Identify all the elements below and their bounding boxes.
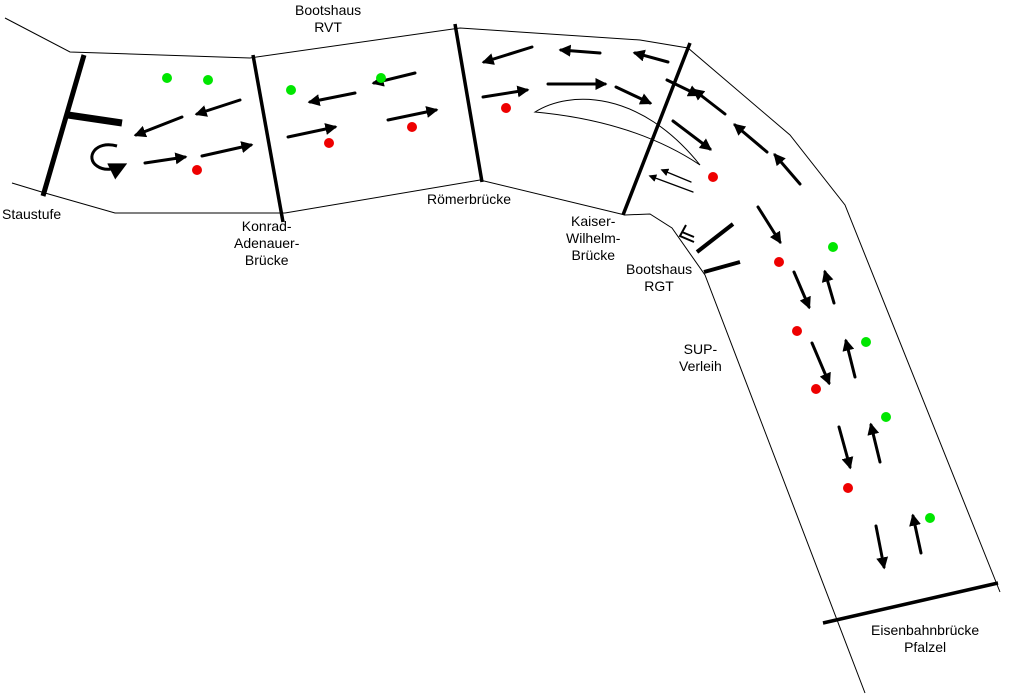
arrow-icon bbox=[286, 123, 338, 139]
label-sup-verleih: SUP- Verleih bbox=[679, 341, 722, 374]
arrow-icon bbox=[632, 49, 670, 64]
bridge-kaiser-wilhelm bbox=[621, 42, 692, 216]
bridge-konrad-adenauer bbox=[251, 54, 285, 223]
arrow-icon bbox=[867, 422, 882, 464]
red-dot-icon bbox=[407, 122, 417, 132]
label-bootshaus-rvt: Bootshaus RVT bbox=[295, 2, 362, 35]
river-banks bbox=[4, 17, 1001, 694]
red-dot-icon bbox=[843, 483, 853, 493]
arrow-icon bbox=[810, 341, 831, 386]
arrow-icon bbox=[733, 123, 769, 154]
label-bootshaus-rgt: Bootshaus RGT bbox=[626, 261, 693, 294]
bridges bbox=[40, 23, 999, 625]
arrow-icon bbox=[648, 174, 694, 193]
bridge-staustufe bbox=[40, 54, 87, 197]
label-roemerbruecke: Römerbrücke bbox=[427, 191, 512, 207]
river-bank-south bbox=[11, 179, 866, 694]
u-turn-arrow-icon bbox=[90, 143, 128, 180]
arrow-icon bbox=[614, 85, 653, 105]
green-dot-icon bbox=[828, 242, 838, 252]
arrow-icon bbox=[143, 152, 188, 165]
arrow-icon bbox=[756, 205, 782, 245]
jetty-rgt-2 bbox=[703, 260, 741, 274]
green-dot-icon bbox=[203, 75, 213, 85]
buoy-dots bbox=[162, 73, 935, 523]
arrow-icon bbox=[660, 168, 692, 183]
green-dot-icon bbox=[376, 73, 386, 83]
arrow-icon bbox=[558, 44, 602, 57]
green-dot-icon bbox=[925, 513, 935, 523]
green-dot-icon bbox=[861, 337, 871, 347]
green-dot-icon bbox=[881, 412, 891, 422]
label-kaiser-wilhelm-bruecke: Kaiser- Wilhelm- Brücke bbox=[566, 213, 621, 263]
arrow-icon bbox=[194, 98, 242, 117]
bridge-eisenbahn bbox=[822, 581, 999, 625]
arrow-icon bbox=[692, 88, 727, 116]
jetty-rgt-1 bbox=[695, 222, 735, 254]
arrow-icon bbox=[874, 524, 889, 570]
river-bank-north bbox=[4, 17, 1001, 593]
arrow-icon bbox=[842, 338, 857, 379]
current-arrows bbox=[133, 44, 923, 570]
label-konrad-adenauer-bruecke: Konrad- Adenauer- Brücke bbox=[234, 218, 300, 268]
red-dot-icon bbox=[774, 257, 784, 267]
bridge-roemer bbox=[453, 23, 484, 183]
arrow-icon bbox=[481, 45, 534, 65]
weir-groyne bbox=[67, 111, 123, 127]
red-dot-icon bbox=[192, 165, 202, 175]
arrow-icon bbox=[481, 85, 530, 99]
red-dot-icon bbox=[708, 172, 718, 182]
sandbank bbox=[533, 98, 701, 166]
label-eisenbahnbruecke-pfalzel: Eisenbahnbrücke Pfalzel bbox=[871, 622, 980, 655]
red-dot-icon bbox=[501, 103, 511, 113]
arrow-icon bbox=[200, 141, 254, 158]
green-dot-icon bbox=[162, 73, 172, 83]
arrow-icon bbox=[671, 119, 712, 151]
arrow-icon bbox=[133, 115, 184, 138]
green-dot-icon bbox=[286, 85, 296, 95]
arrow-icon bbox=[307, 91, 357, 107]
label-staustufe: Staustufe bbox=[2, 206, 62, 222]
boathouse-dock-icon bbox=[678, 224, 695, 243]
arrow-icon bbox=[386, 106, 439, 122]
arrow-icon bbox=[821, 269, 836, 305]
arrow-icon bbox=[773, 153, 802, 186]
arrow-icon bbox=[837, 425, 854, 470]
red-dot-icon bbox=[324, 138, 334, 148]
arrow-icon bbox=[792, 270, 811, 310]
red-dot-icon bbox=[792, 326, 802, 336]
red-dot-icon bbox=[811, 384, 821, 394]
arrow-icon bbox=[909, 513, 923, 555]
